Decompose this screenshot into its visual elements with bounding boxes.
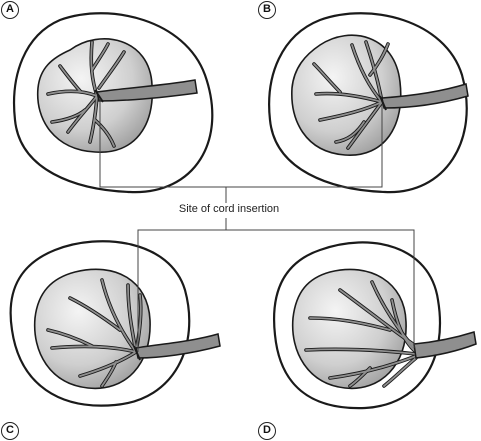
panel-a-umbilical-cord: [96, 79, 198, 102]
panel-d-disc: [291, 268, 407, 390]
connector-lines: [99, 99, 415, 352]
panel-a-insertion-mark: [94, 89, 104, 103]
panel-b-placenta: [268, 12, 469, 194]
connector-top: [99, 99, 383, 188]
panel-c-insertion-mark: [133, 345, 141, 361]
panel-b-umbilical-cord: [381, 83, 469, 109]
panel-c-placenta: [9, 240, 221, 407]
panel-d-vessels: [304, 280, 418, 388]
panel-d-placenta: [273, 241, 477, 410]
panel-c-label: C: [1, 422, 19, 440]
panel-c-vessels: [46, 278, 143, 388]
panel-b-insertion-mark: [379, 95, 387, 111]
panel-d-label: D: [258, 422, 276, 440]
panel-a-label: A: [1, 1, 19, 19]
panel-b-label: B: [258, 1, 276, 19]
panel-d-umbilical-cord: [413, 331, 477, 359]
panel-b-vessels: [312, 40, 390, 150]
panel-c-umbilical-cord: [135, 333, 221, 359]
connector-bottom: [137, 229, 415, 352]
cord-insertion-caption: Site of cord insertion: [172, 203, 286, 215]
panel-a-placenta: [13, 12, 214, 194]
